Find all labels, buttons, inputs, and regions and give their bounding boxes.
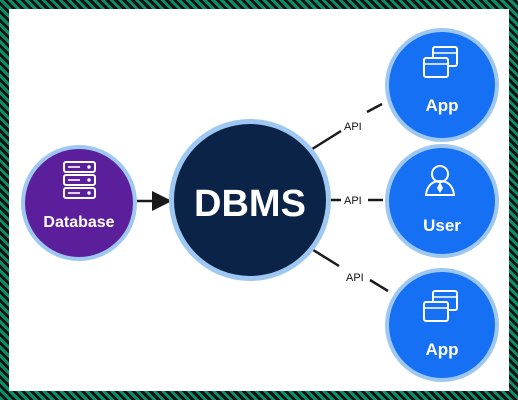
database-stack-icon [63, 161, 96, 199]
api-top-line-right [366, 102, 383, 114]
app-windows-icon [423, 46, 458, 78]
diagram-stage: API API API Database [9, 9, 509, 391]
api-label-middle: API [344, 195, 362, 207]
user-node: User [385, 144, 499, 258]
dbms-node-circle [174, 124, 326, 276]
app-bottom-node-circle [389, 272, 495, 378]
app-top-node-circle [389, 32, 495, 138]
diagram-canvas: API API API Database [21, 28, 499, 382]
api-label-bottom: API [346, 272, 364, 284]
app-top-node-label: App [425, 96, 458, 115]
api-bottom-line-right [369, 278, 389, 293]
database-node-label: Database [43, 214, 114, 231]
api-label-top: API [344, 121, 362, 133]
user-node-label: User [423, 216, 461, 235]
user-icon [424, 165, 456, 196]
api-bottom-line-left [309, 246, 340, 268]
app-windows-icon [423, 290, 458, 322]
database-node-circle [25, 149, 133, 257]
app-bottom-node-label: App [425, 340, 458, 359]
app-bottom-node: App [385, 268, 499, 382]
user-node-circle [389, 148, 495, 254]
dbms-node: DBMS [169, 119, 331, 281]
app-top-node: App [385, 28, 499, 142]
dbms-node-label: DBMS [194, 183, 306, 225]
database-node: Database [21, 145, 137, 261]
api-top-line-left [308, 129, 342, 153]
